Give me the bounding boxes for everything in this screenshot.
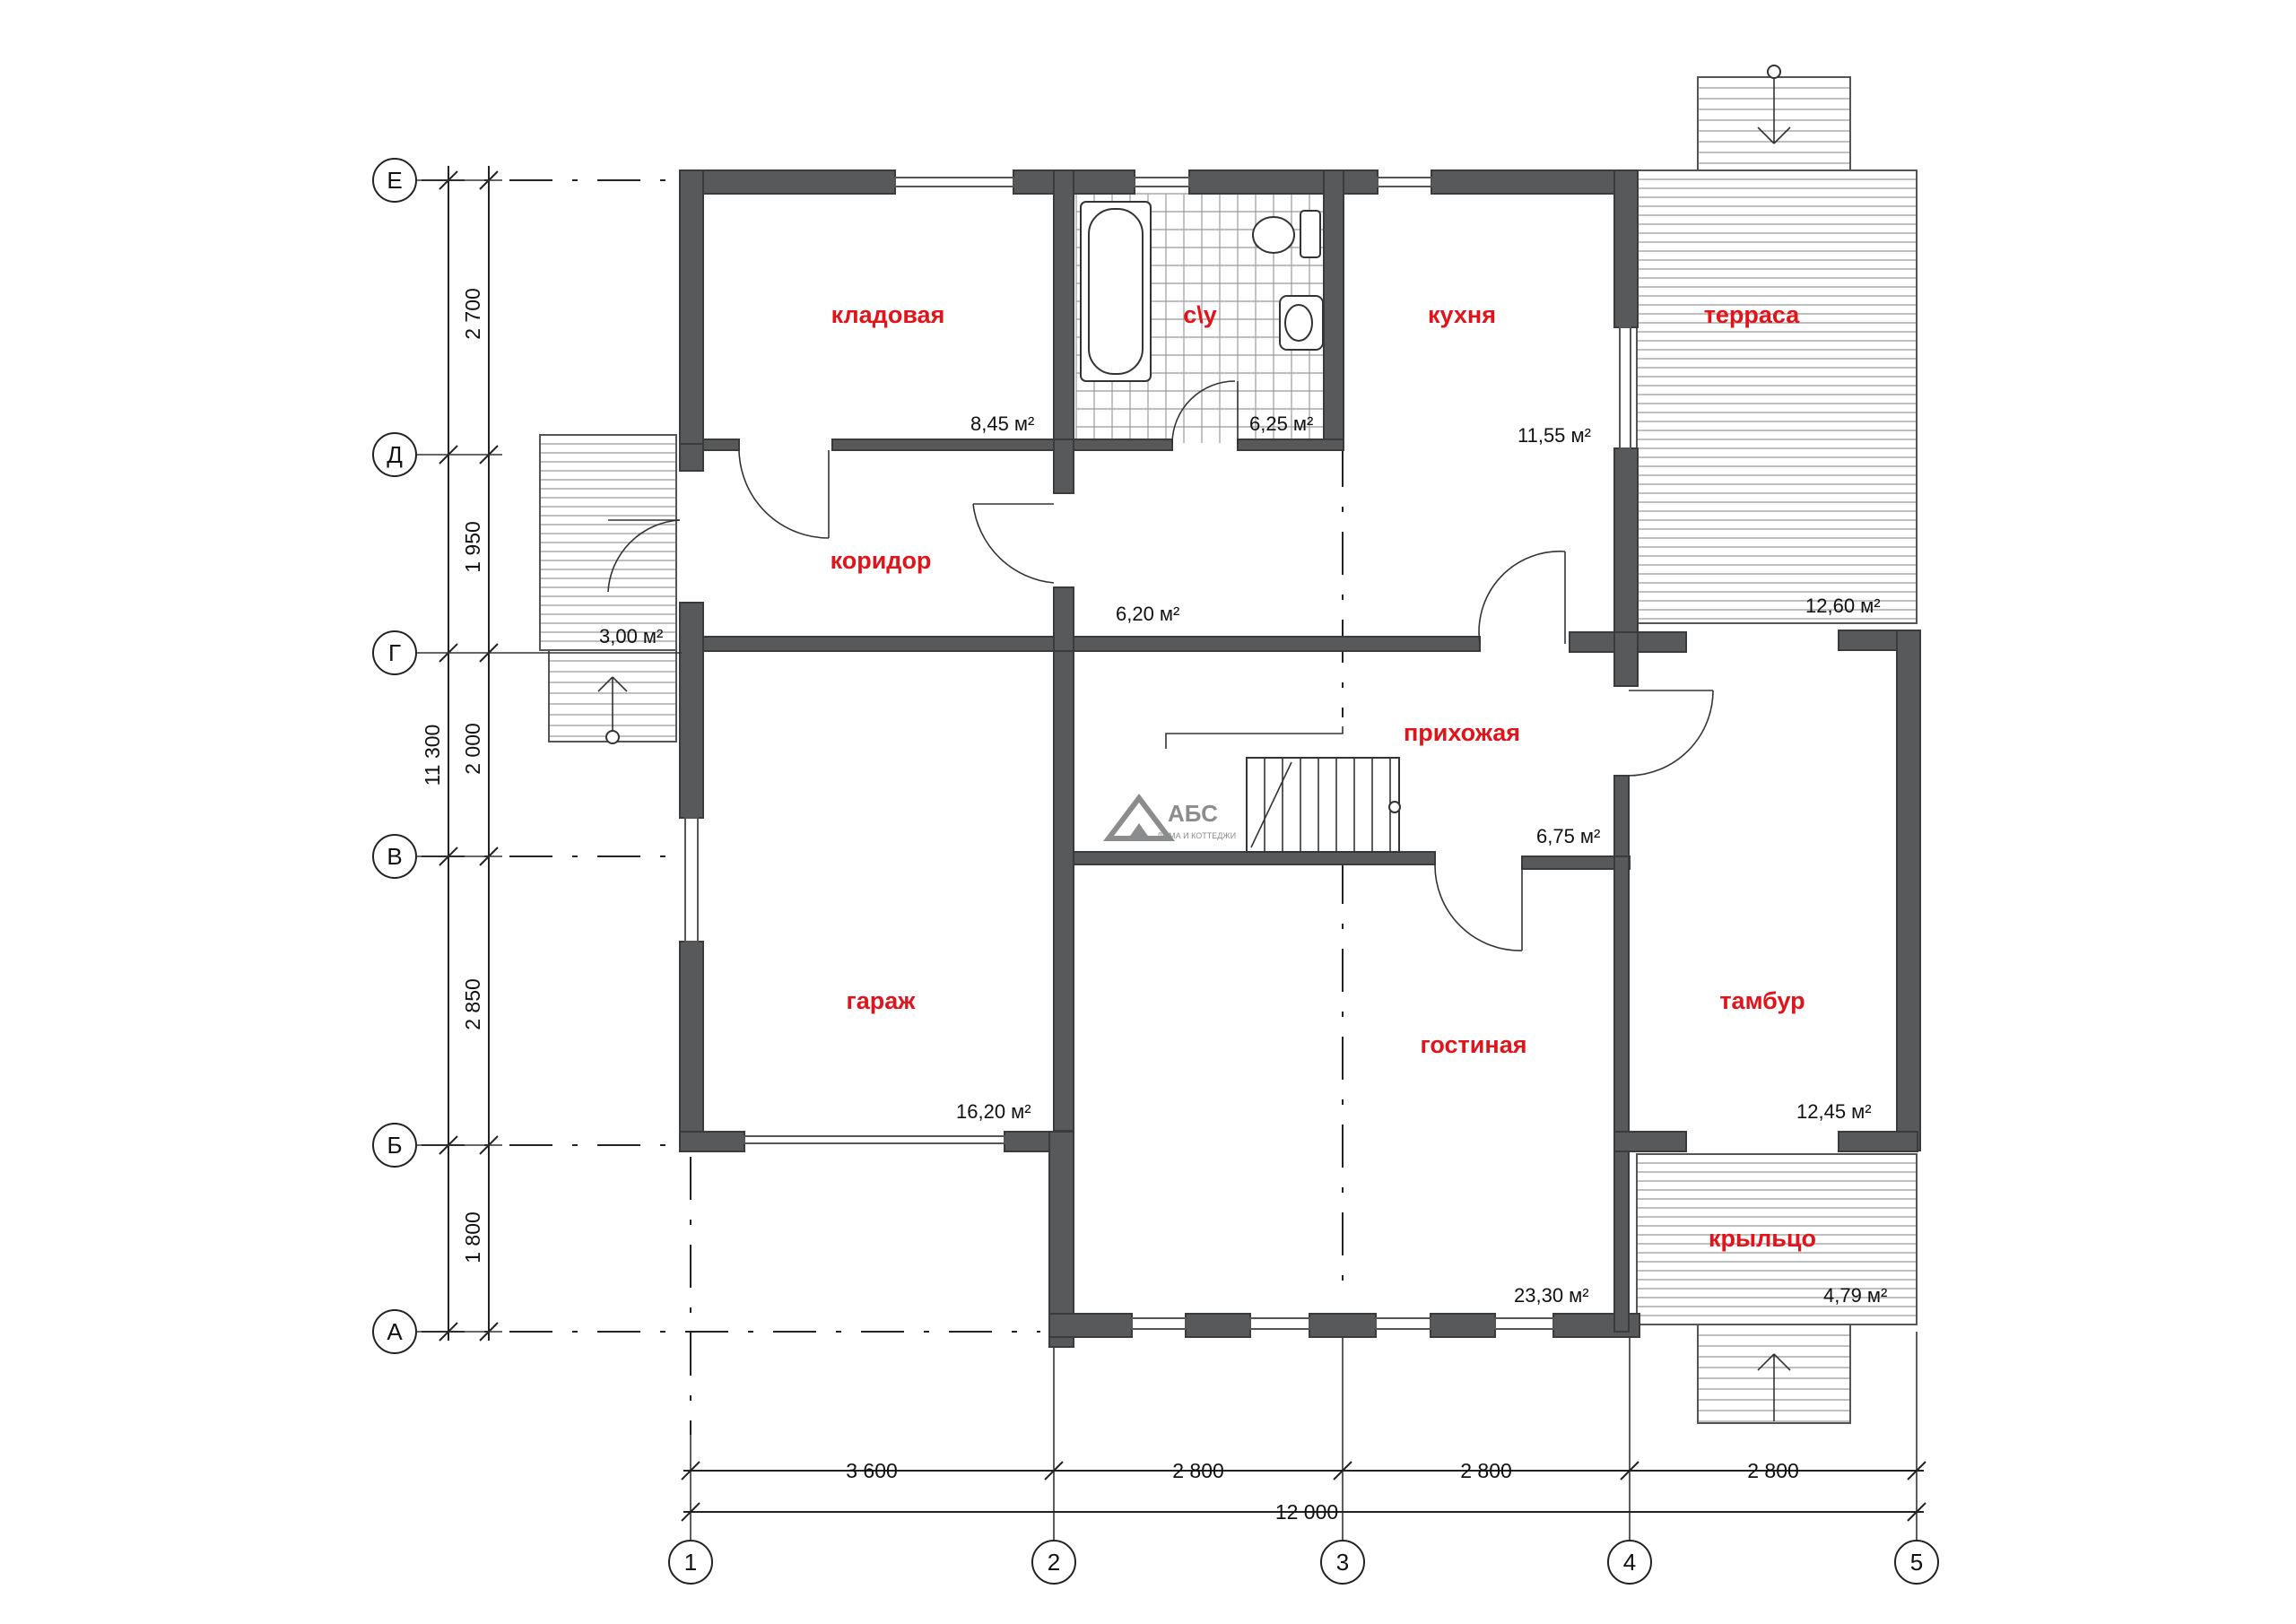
svg-text:1 950: 1 950 [461,521,484,573]
svg-text:5: 5 [1910,1549,1923,1576]
svg-text:3: 3 [1336,1549,1349,1576]
svg-text:А: А [387,1318,403,1345]
area-labels: 8,45 м² 6,25 м² 11,55 м² 12,60 м² 3,00 м… [599,413,1887,1307]
area-krylco: 4,79 м² [1823,1284,1887,1307]
room-label-tambur: тамбур [1719,987,1805,1014]
svg-text:2 700: 2 700 [461,288,484,340]
svg-text:4: 4 [1623,1549,1636,1576]
svg-text:Е: Е [387,167,402,194]
area-prihozhaya: 6,75 м² [1536,825,1600,847]
brand-logo: АБС ДОМА И КОТТЕДЖИ [1102,794,1236,841]
area-kuhnya: 11,55 м² [1518,424,1591,447]
terrace-deck [1636,65,1918,624]
svg-text:12 000: 12 000 [1275,1500,1338,1524]
svg-text:2 800: 2 800 [1460,1459,1512,1482]
walls [679,169,1921,1348]
room-labels: кладовая с\у кухня терраса коридор прихо… [831,301,1816,1252]
svg-text:Г: Г [388,639,401,666]
svg-text:2 800: 2 800 [1747,1459,1799,1482]
room-label-garazh: гараж [847,987,917,1014]
svg-text:1 800: 1 800 [461,1211,484,1264]
svg-text:1: 1 [684,1549,697,1576]
svg-text:2 800: 2 800 [1172,1459,1224,1482]
svg-text:3 600: 3 600 [846,1459,898,1482]
staircase [1165,726,1401,853]
svg-text:ДОМА И КОТТЕДЖИ: ДОМА И КОТТЕДЖИ [1157,831,1236,840]
room-label-prihozhaya: прихожая [1404,719,1520,746]
left-porch-deck [539,434,677,744]
windows [684,177,1631,1330]
area-porch-left: 3,00 м² [599,625,663,647]
area-koridor: 6,20 м² [1116,603,1179,625]
svg-text:Б: Б [387,1132,402,1159]
row-axis-bubbles: Е Д Г В Б А [372,158,682,1354]
area-su: 6,25 м² [1249,413,1313,435]
toilet [1252,210,1321,258]
room-label-krylco: крыльцо [1709,1225,1816,1252]
area-tambur: 12,45 м² [1796,1100,1872,1123]
room-label-kuhnya: кухня [1428,301,1496,328]
area-garazh: 16,20 м² [956,1100,1031,1123]
area-terrasa: 12,60 м² [1805,595,1881,617]
room-label-kladovaya: кладовая [831,301,945,328]
svg-text:В: В [387,843,402,870]
svg-text:Д: Д [387,441,403,468]
sink [1279,295,1324,351]
svg-text:АБС: АБС [1168,800,1218,827]
vertical-dimensions: 2 700 1 950 2 000 2 850 1 800 11 300 [421,166,499,1342]
porch-deck [1636,1153,1918,1424]
area-gostinaya: 23,30 м² [1514,1284,1589,1307]
doors [607,380,1714,951]
room-label-terrasa: терраса [1704,301,1801,328]
svg-text:11 300: 11 300 [421,725,444,786]
bathtub [1080,201,1152,382]
svg-text:2 000: 2 000 [461,723,484,775]
room-label-su: с\у [1183,301,1217,328]
room-label-gostinaya: гостиная [1421,1031,1527,1058]
area-kladovaya: 8,45 м² [970,413,1034,435]
horizontal-dimensions: 3 600 2 800 2 800 2 800 12 000 [681,1459,1926,1524]
svg-text:2: 2 [1048,1549,1060,1576]
column-axis-bubbles: 1 2 3 4 5 [668,1540,1939,1585]
room-label-koridor: коридор [831,547,932,574]
svg-text:2 850: 2 850 [461,978,484,1030]
